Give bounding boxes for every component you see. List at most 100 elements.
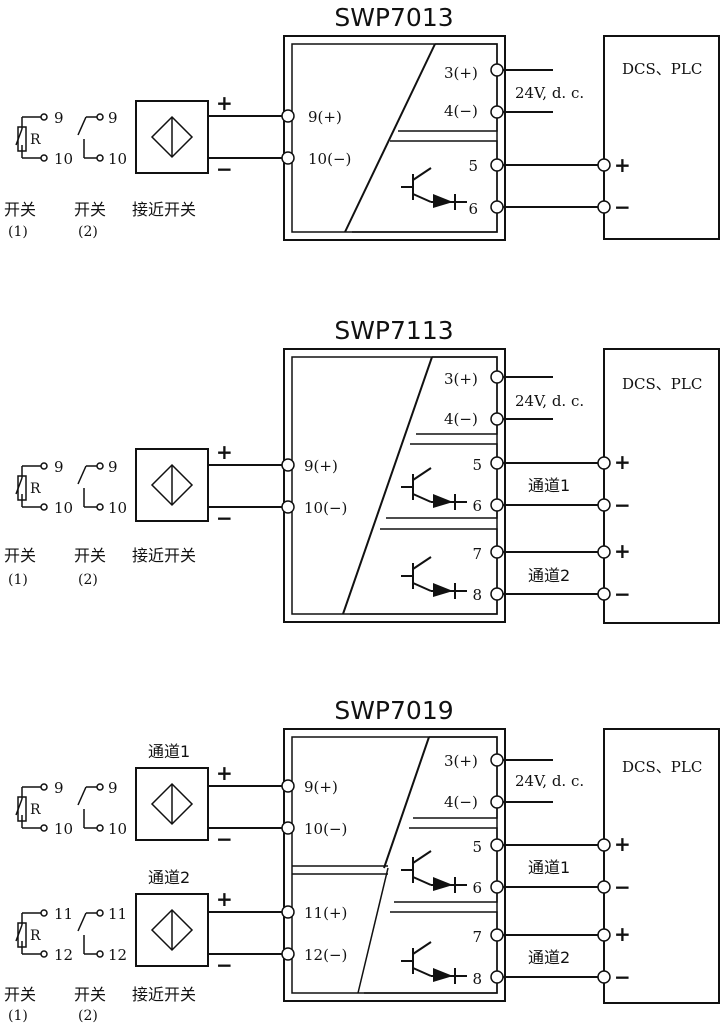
switch-contact-icon: R: [15, 783, 48, 832]
collector: [412, 941, 432, 955]
terminal-number: 9: [108, 779, 118, 797]
channel-label: 通道1: [528, 858, 570, 877]
switch-number: (1): [8, 572, 28, 588]
resistor-icon: [17, 922, 27, 948]
terminal-circle-icon: [40, 462, 48, 470]
polarity-plus: +: [614, 832, 631, 856]
emitter: [412, 967, 432, 977]
polarity-plus: +: [614, 153, 631, 177]
terminal-circle-icon: [490, 370, 504, 384]
terminal-number: 9: [54, 109, 64, 127]
terminal-circle-icon: [490, 63, 504, 77]
switch-label: 开关: [74, 200, 106, 219]
polarity-minus: −: [614, 965, 631, 989]
switch-contact-icon: [77, 909, 104, 958]
transistor-output-icon: [401, 167, 467, 210]
terminal-circle-icon: [281, 109, 295, 123]
terminal-number: 9: [54, 779, 64, 797]
terminal-circle-icon: [490, 928, 504, 942]
terminal-number: 9: [54, 458, 64, 476]
terminal-circle-icon: [597, 880, 611, 894]
divider: [342, 356, 433, 615]
terminal-circle-icon: [96, 462, 104, 470]
terminal-circle-icon: [40, 950, 48, 958]
collector: [412, 850, 432, 864]
polarity-minus: −: [614, 875, 631, 899]
switch-number: (2): [78, 572, 98, 588]
terminal-circle-icon: [490, 200, 504, 214]
proximity-sensor-icon: [135, 767, 209, 841]
switch-label: 开关: [74, 985, 106, 1004]
polarity-plus: +: [614, 450, 631, 474]
polarity-plus: +: [216, 440, 233, 464]
terminal-circle-icon: [281, 779, 295, 793]
switch-blade: [77, 912, 87, 932]
proximity-label: 接近开关: [132, 546, 196, 565]
host-label: DCS、PLC: [622, 60, 702, 78]
terminal-label: 3(+): [444, 752, 478, 770]
terminal-circle-icon: [40, 783, 48, 791]
resistor-label: R: [30, 802, 41, 818]
terminal-circle-icon: [281, 905, 295, 919]
polarity-minus: −: [614, 195, 631, 219]
resistor-label: R: [30, 132, 41, 148]
output-box: [394, 827, 498, 903]
host-box: [603, 35, 720, 240]
output-box: [350, 528, 498, 615]
supply-box: [398, 43, 498, 132]
terminal-circle-icon: [490, 545, 504, 559]
terminal-label: 12(−): [304, 946, 347, 964]
switch-number: (1): [8, 1008, 28, 1024]
resistor-label: R: [30, 928, 41, 944]
terminal-number: 10: [54, 499, 73, 517]
terminal-label: 11(+): [304, 904, 347, 922]
switch-contact-icon: [77, 783, 104, 832]
switch-contact-icon: R: [15, 462, 48, 511]
terminal-circle-icon: [281, 151, 295, 165]
terminal-label: 6: [472, 497, 482, 515]
terminal-circle-icon: [597, 838, 611, 852]
switch-blade: [15, 924, 23, 942]
channel-label: 通道2: [528, 948, 570, 967]
terminal-circle-icon: [96, 909, 104, 917]
proximity-sensor-icon: [135, 100, 209, 174]
terminal-number: 11: [54, 905, 73, 923]
terminal-circle-icon: [490, 498, 504, 512]
terminal-circle-icon: [281, 821, 295, 835]
module-title: SWP7013: [334, 3, 453, 32]
terminal-circle-icon: [597, 587, 611, 601]
switch-blade: [77, 465, 87, 485]
terminal-circle-icon: [597, 545, 611, 559]
transistor-output-icon: [401, 467, 467, 510]
transistor-output-icon: [401, 556, 467, 599]
terminal-label: 3(+): [444, 370, 478, 388]
host-box: [603, 728, 720, 1004]
channel-label: 通道1: [528, 476, 570, 495]
terminal-circle-icon: [597, 456, 611, 470]
terminal-circle-icon: [490, 838, 504, 852]
switch-label: 开关: [4, 546, 36, 565]
terminal-label: 9(+): [304, 778, 338, 796]
polarity-minus: −: [614, 582, 631, 606]
collector: [412, 467, 432, 481]
terminal-label: 8: [472, 586, 482, 604]
terminal-number: 11: [108, 905, 127, 923]
terminal-circle-icon: [96, 154, 104, 162]
emitter: [412, 193, 432, 203]
terminal-circle-icon: [597, 498, 611, 512]
terminal-number: 12: [108, 946, 127, 964]
terminal-number: 10: [108, 820, 127, 838]
resistor-icon: [17, 126, 27, 152]
output-box: [364, 911, 498, 994]
terminal-circle-icon: [490, 587, 504, 601]
switch-label: 开关: [4, 200, 36, 219]
terminal-label: 4(−): [444, 793, 478, 811]
proximity-sensor-icon: [135, 893, 209, 967]
terminal-circle-icon: [597, 970, 611, 984]
terminal-label: 10(−): [304, 499, 347, 517]
terminal-label: 6: [468, 200, 478, 218]
resistor-icon: [17, 475, 27, 501]
